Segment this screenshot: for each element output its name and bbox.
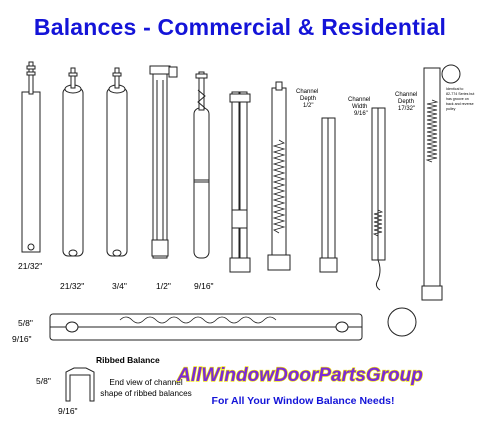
- svg-text:82-774 Series but: 82-774 Series but: [446, 92, 474, 96]
- svg-text:9/16": 9/16": [354, 111, 368, 117]
- svg-text:Channel: Channel: [395, 92, 417, 98]
- svg-text:Channel: Channel: [348, 97, 370, 103]
- svg-text:Width: Width: [352, 104, 367, 110]
- svg-text:1/2": 1/2": [156, 281, 171, 291]
- svg-text:21/32": 21/32": [18, 261, 42, 271]
- channel-labels: Channel Depth 1/2" Channel Width 9/16" C…: [296, 89, 417, 117]
- svg-text:pulley: pulley: [446, 107, 456, 111]
- page-title: Balances - Commercial & Residential: [33, 14, 447, 40]
- svg-text:Depth: Depth: [300, 96, 316, 102]
- tube-balance-3: [106, 67, 128, 257]
- svg-text:has groove on: has groove on: [446, 97, 469, 101]
- detail-inset-top: [441, 64, 461, 84]
- spiral-balance-5: [193, 71, 210, 259]
- svg-text:9/16": 9/16": [58, 406, 78, 416]
- svg-text:Depth: Depth: [398, 99, 414, 105]
- svg-text:1/2": 1/2": [303, 103, 313, 109]
- svg-text:3/4": 3/4": [112, 281, 127, 291]
- side-view-dimensions: 5/8" 9/16": [12, 318, 33, 344]
- long-coil-channel-10: [421, 67, 443, 301]
- dimension-labels: 21/32" 21/32" 3/4" 1/2" 9/16": [18, 261, 214, 291]
- slim-channel-8: [319, 117, 338, 273]
- tube-balance-2: [62, 67, 84, 257]
- spring-channel-7: [267, 81, 291, 271]
- detail-inset-bottom: [387, 307, 417, 337]
- end-view-channel: [65, 367, 95, 402]
- channel-balance-4: [149, 65, 178, 259]
- ribbed-balance-label: Ribbed Balance: [96, 355, 160, 365]
- svg-text:Identical to: Identical to: [446, 87, 463, 91]
- svg-text:9/16": 9/16": [12, 334, 32, 344]
- svg-text:back and reverse: back and reverse: [446, 102, 474, 106]
- svg-text:Channel: Channel: [296, 89, 318, 95]
- identical-note: Identical to 82-774 Series but has groov…: [446, 87, 474, 111]
- end-view-caption: End view of channel shape of ribbed bala…: [100, 378, 192, 398]
- end-view-dimensions: 5/8" 9/16": [36, 376, 78, 416]
- brand-logo: AllWindowDoorPartsGroup: [176, 364, 424, 386]
- tube-balance-1: [21, 61, 41, 253]
- svg-text:17/32": 17/32": [398, 106, 415, 112]
- svg-text:5/8": 5/8": [18, 318, 33, 328]
- coil-channel-9: [371, 107, 386, 291]
- svg-text:AllWindowDoorPartsGroup: AllWindowDoorPartsGroup: [176, 365, 423, 386]
- brand-tagline: For All Your Window Balance Needs!: [211, 395, 395, 407]
- channel-balance-6: [229, 91, 251, 273]
- svg-text:5/8": 5/8": [36, 376, 51, 386]
- svg-text:9/16": 9/16": [194, 281, 214, 291]
- side-view-balance: [49, 313, 363, 341]
- svg-text:21/32": 21/32": [60, 281, 84, 291]
